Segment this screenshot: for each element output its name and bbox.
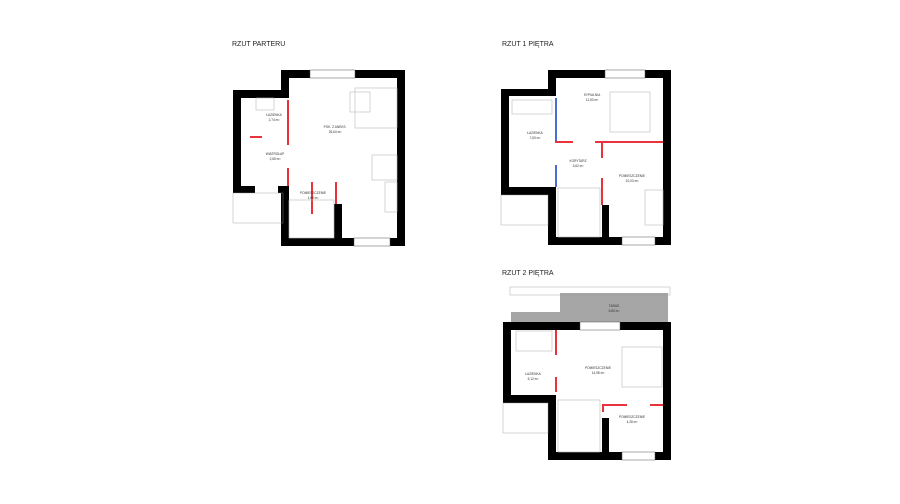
wall [663,322,671,460]
wall [233,90,241,193]
railing [509,286,671,296]
room-name: ŁAZIENKA [525,372,541,376]
wall [501,89,509,195]
wall [548,187,556,245]
window [309,69,356,79]
new-wall [287,100,289,145]
ground-floor-plan: RZUT PARTERU ŁAZIENKA 2,74 m² POK. Z ANE… [232,41,405,247]
wall [281,238,405,246]
bed [644,189,664,226]
wall [397,70,405,245]
stairs [288,199,335,239]
new-wall [556,141,573,143]
terrace [560,293,668,322]
room-name: KORYTARZ [569,159,586,163]
new-wall [650,404,663,406]
room-area: 2,65 m² [270,157,281,161]
wall [548,395,556,460]
plan-title: RZUT 2 PIĘTRA [502,270,554,277]
removed-wall [555,98,557,143]
balcony [500,194,549,226]
bathtub [511,99,553,115]
room-area: 14,98 m² [592,371,605,375]
wall [503,395,555,403]
room-area: 7,63 m² [530,136,541,140]
new-wall [601,141,603,158]
wall [281,186,289,246]
plan-title: RZUT PARTERU [232,41,285,48]
room-area: 4,28 m² [627,420,638,424]
room-name: POMIESZCZENIE [300,191,326,195]
entrance-steps [232,192,284,224]
wall [548,237,671,245]
bed [621,346,663,388]
kitchen-counter [384,181,398,213]
wall [501,89,556,96]
new-wall [555,330,557,355]
removed-wall [555,165,557,187]
room-area: 11,53 m² [586,98,598,102]
room-name: POMIESZCZENIE [619,174,645,178]
first-floor-plan: RZUT 1 PIĘTRA SYPIALNIA 11,53 m² ŁAZIENK… [500,41,671,246]
new-wall [250,136,262,138]
wall [548,70,556,96]
room-name: POMIESZCZENIE [585,366,611,370]
room-name: POMIESZCZENIE [619,415,645,419]
window [621,451,656,461]
room-area: 6,80 m² [609,309,620,313]
window [604,69,646,79]
roof-below [502,402,549,434]
dining-table [371,154,398,181]
wall [233,90,289,98]
wall [233,186,255,193]
window [353,237,391,247]
window [621,236,656,246]
wall [663,70,671,245]
table [349,91,371,113]
duct [334,204,342,238]
room-area: 25,64 m² [329,130,342,134]
room-name: TARAS [609,304,619,308]
new-wall [555,377,557,392]
room-name: WIATROŁAP [266,152,285,156]
room-area: 5,12 m² [528,377,539,381]
wall [503,322,511,402]
terrace [511,312,561,322]
room-name: ŁAZIENKA [527,131,543,135]
duct [602,418,609,452]
wall [548,452,671,460]
room-area: 1,65 m² [308,196,319,200]
wall [281,70,289,98]
duct [602,205,609,237]
new-wall [335,182,337,204]
bed [609,91,651,133]
sink [255,97,275,111]
bathtub [515,330,553,352]
wall [278,186,289,193]
room-area: 3,62 m² [573,164,584,168]
room-area: 10,03 m² [626,179,639,183]
room-name: SYPIALNIA [584,93,601,97]
new-wall [602,404,604,412]
new-wall [287,168,289,186]
stairs [557,399,601,453]
window [579,321,621,331]
sofa [354,87,398,129]
room-name: POK. Z ANEKS. [324,125,347,129]
room-name: ŁAZIENKA [266,113,282,117]
new-wall [601,178,603,205]
second-floor-plan: RZUT 2 PIĘTRA TARAS 6,80 m² POMIESZCZENI… [502,270,671,461]
room-area: 2,74 m² [269,118,280,122]
new-wall [311,182,313,214]
wall [501,187,556,195]
stairs [557,187,601,238]
new-wall [595,141,663,143]
plan-title: RZUT 1 PIĘTRA [502,41,554,48]
new-wall [602,404,627,406]
